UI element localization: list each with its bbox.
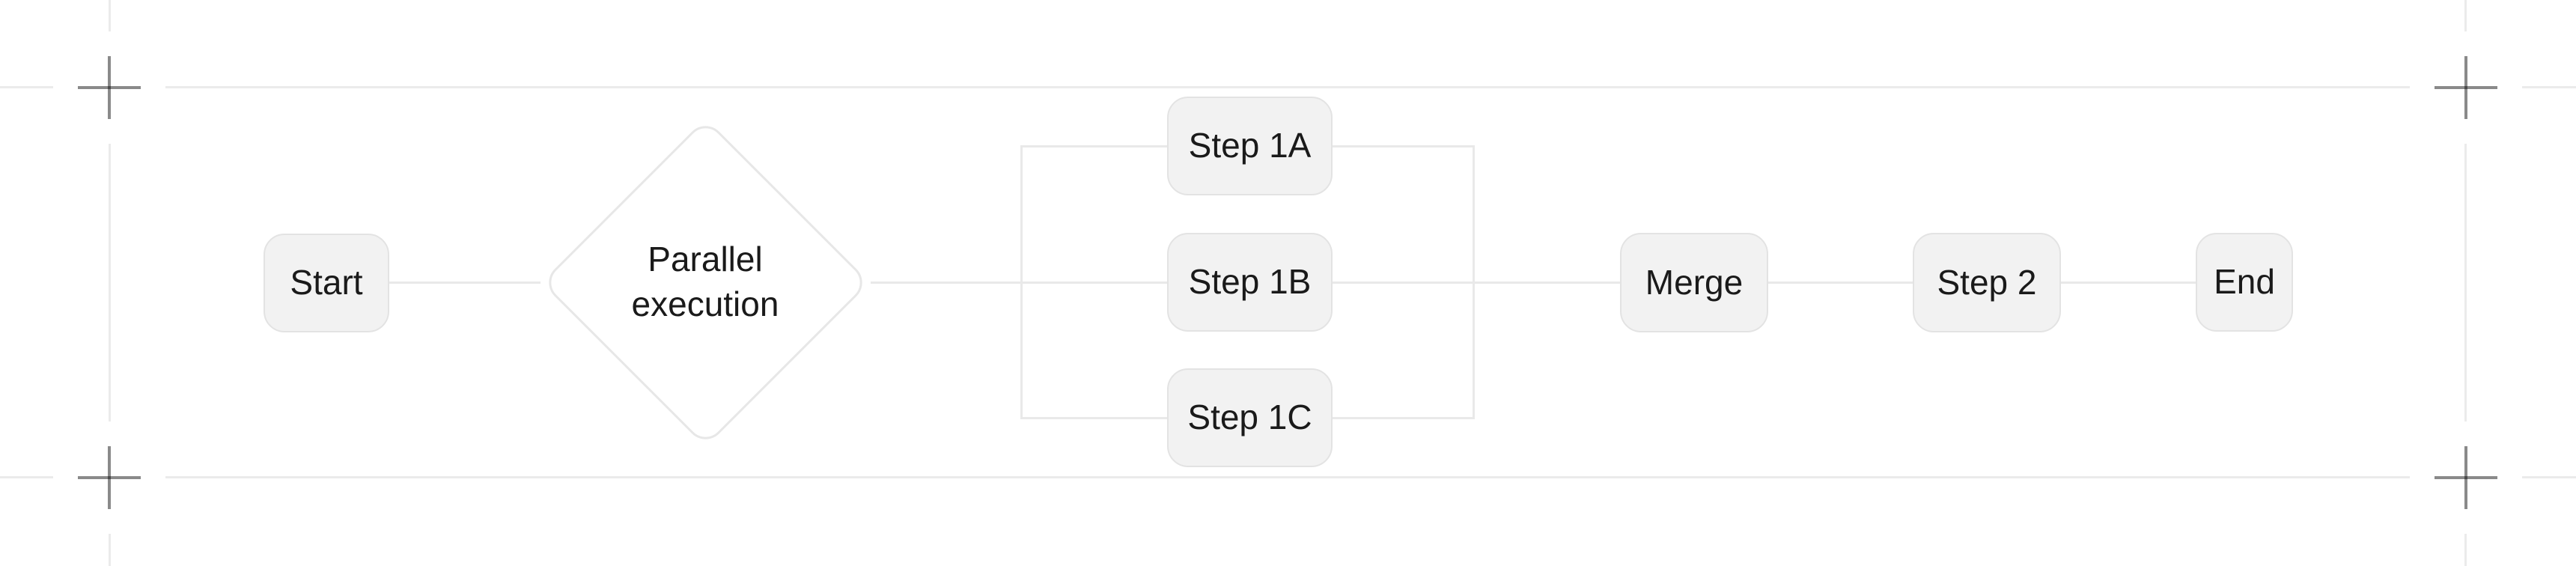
node-parallel-execution-label: Parallel execution [631,240,779,323]
node-step-1b[interactable]: Step 1B [1167,233,1333,332]
crop-mark-top-left [78,56,141,119]
edge-branch-vertical-right [1473,145,1475,419]
guide-gap-mask [53,422,165,534]
edge-step1b-to-merge [1333,282,1620,284]
node-start[interactable]: Start [264,234,389,332]
edge-branch-vertical-left [1020,145,1023,419]
crop-mark-vertical-bar [2464,446,2467,509]
edge-parallel-to-step1b [871,282,1168,284]
crop-mark-bottom-left [78,446,141,509]
node-step-1a[interactable]: Step 1A [1167,97,1333,195]
edge-parallel-to-step1c [1020,417,1168,419]
crop-mark-top-right [2435,56,2497,119]
crop-mark-bottom-right [2435,446,2497,509]
edge-step1a-to-merge [1333,145,1475,147]
crop-mark-vertical-bar [2464,56,2467,119]
edge-start-to-parallel [389,282,541,284]
node-step-1c[interactable]: Step 1C [1167,368,1333,467]
frame-guide-bottom [0,476,2576,478]
edge-parallel-to-step1a [1020,145,1168,147]
node-step-2[interactable]: Step 2 [1913,233,2061,332]
crop-mark-horizontal-bar [2435,86,2497,89]
frame-guide-top [0,86,2576,88]
guide-gap-mask [2410,31,2522,144]
edge-step2-to-end [2061,282,2196,284]
crop-mark-vertical-bar [108,56,111,119]
guide-gap-mask [2410,422,2522,534]
crop-mark-horizontal-bar [2435,476,2497,479]
crop-mark-horizontal-bar [78,476,141,479]
frame-guide-right [2464,0,2467,566]
node-end[interactable]: End [2196,233,2293,332]
crop-mark-horizontal-bar [78,86,141,89]
edge-step1c-to-merge [1333,417,1475,419]
node-merge[interactable]: Merge [1620,233,1768,332]
frame-guide-left [109,0,111,566]
crop-mark-vertical-bar [108,446,111,509]
guide-gap-mask [53,31,165,144]
edge-merge-to-step2 [1768,282,1913,284]
